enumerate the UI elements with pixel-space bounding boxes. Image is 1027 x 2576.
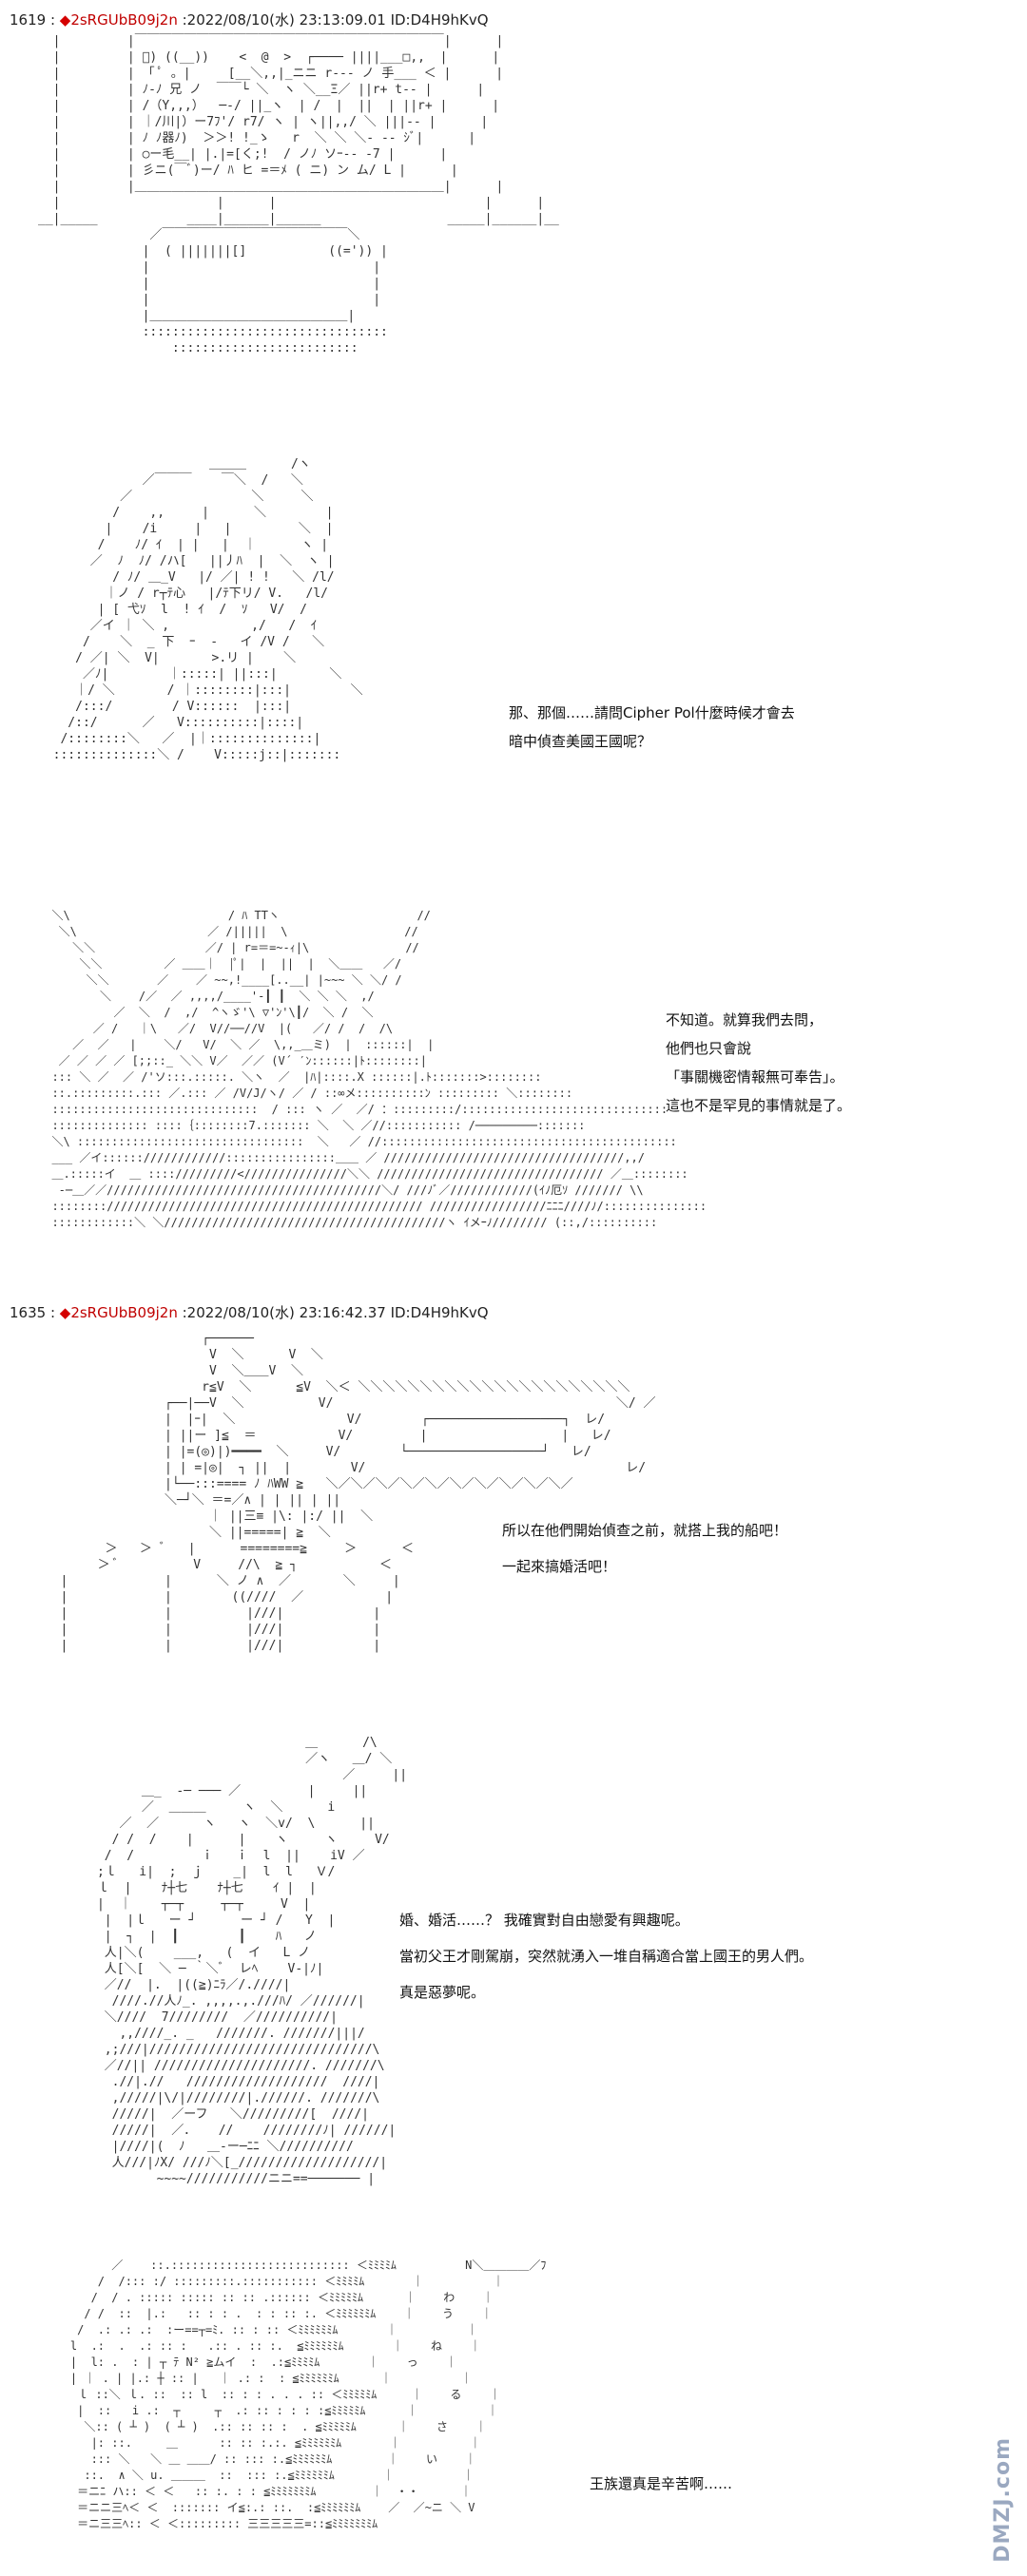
dialogue-1: 那、那個……請問Cipher Pol什麼時候才會去 暗中偵查美國王國呢？ [509,699,795,756]
dialogue-line: 這也不是罕見的事情就是了。 [666,1097,852,1114]
aa-waurusai: ／ ::.:::::::::::::::::::::::::: ＜ﾐﾐﾐﾐﾑ N… [69,2259,547,2530]
post-meta: :2022/08/10(水) 23:16:42.37 ID:D4H9hKvQ [182,1304,489,1321]
dialogue-line: 婚、婚活……？ 我確實對自由戀愛有興趣呢。 [399,1912,689,1929]
dialogue-3: 所以在他們開始偵查之前，就搭上我的船吧！ 一起來搞婚活吧！ [502,1516,787,1581]
dialogue-line: 暗中偵查美國王國呢？ [509,733,652,750]
dialogue-line: 「事關機密情報無可奉告」。 [666,1068,844,1086]
dialogue-5: 王族還真是辛苦啊…… [590,2470,732,2498]
aa-monitor: | |￣￣￣￣￣￣￣￣￣￣￣￣￣￣￣￣￣￣￣￣￣￣￣￣￣| | | | ﾞ) (… [38,34,559,356]
dialogue-line: 不知道。就算我們去問， [666,1011,824,1028]
post-header-1619: 1619 : ◆2sRGUbB09j2n :2022/08/10(水) 23:1… [10,11,489,29]
aa-girl: ＿＿＿ /ヽ ／￣￣￣ ￣＼ / ＼ ／ ＼ ＼ / ,, | ＼ | | /i… [52,457,363,762]
dialogue-line: 真是惡夢呢。 [399,1984,486,2001]
trip-diamond-icon: ◆ [59,1304,71,1321]
dmzj-watermark-logo: DMZJ.com [983,2437,1021,2563]
post-header-1635: 1635 : ◆2sRGUbB09j2n :2022/08/10(水) 23:1… [10,1304,489,1321]
dialogue-line: 所以在他們開始偵查之前，就搭上我的船吧！ [502,1522,788,1539]
dialogue-4: 婚、婚活……？ 我確實對自由戀愛有興趣呢。 當初父王才剛駕崩，突然就湧入一堆自稱… [399,1906,813,2007]
dialogue-line: 一起來搞婚活吧！ [502,1558,617,1575]
trip-code[interactable]: 2sRGUbB09j2n [70,1304,178,1321]
dialogue-line: 王族還真是辛苦啊…… [590,2475,733,2492]
dialogue-line: 當初父王才剛駕崩，突然就湧入一堆自稱適合當上國王的男人們。 [399,1948,814,1965]
post-number: 1619 [10,11,47,29]
trip-code[interactable]: 2sRGUbB09j2n [70,11,178,29]
dialogue-line: 他們也只會說 [666,1040,752,1057]
dialogue-line: 那、那個……請問Cipher Pol什麼時候才會去 [509,704,795,721]
aa-sweat: ＿ /\ ／ヽ ＿/ ＼ ／ || ＿_ -─ ─── ／ | || ／ ＿＿＿… [96,1736,408,2186]
trip-diamond-icon: ◆ [59,11,71,29]
dialogue-2: 不知道。就算我們去問， 他們也只會說 「事關機密情報無可奉告」。 這也不是罕見的… [666,1006,851,1120]
aa-battle: ＼\ / ﾊ TTヽ // ＼\ ／ /||||| \ // ＼＼ ／/ | r… [51,909,707,1229]
watermark-text: DMZJ.com [990,2437,1015,2563]
post-meta: :2022/08/10(水) 23:13:09.01 ID:D4H9hKvQ [182,11,489,29]
aa-chainsaw: ┌────── V ＼ V ＼ V ＼＿＿V ＼ r≦V ＼ ≦V ＼＜ ＼＼＼… [60,1332,656,1653]
post-number: 1635 [10,1304,47,1321]
